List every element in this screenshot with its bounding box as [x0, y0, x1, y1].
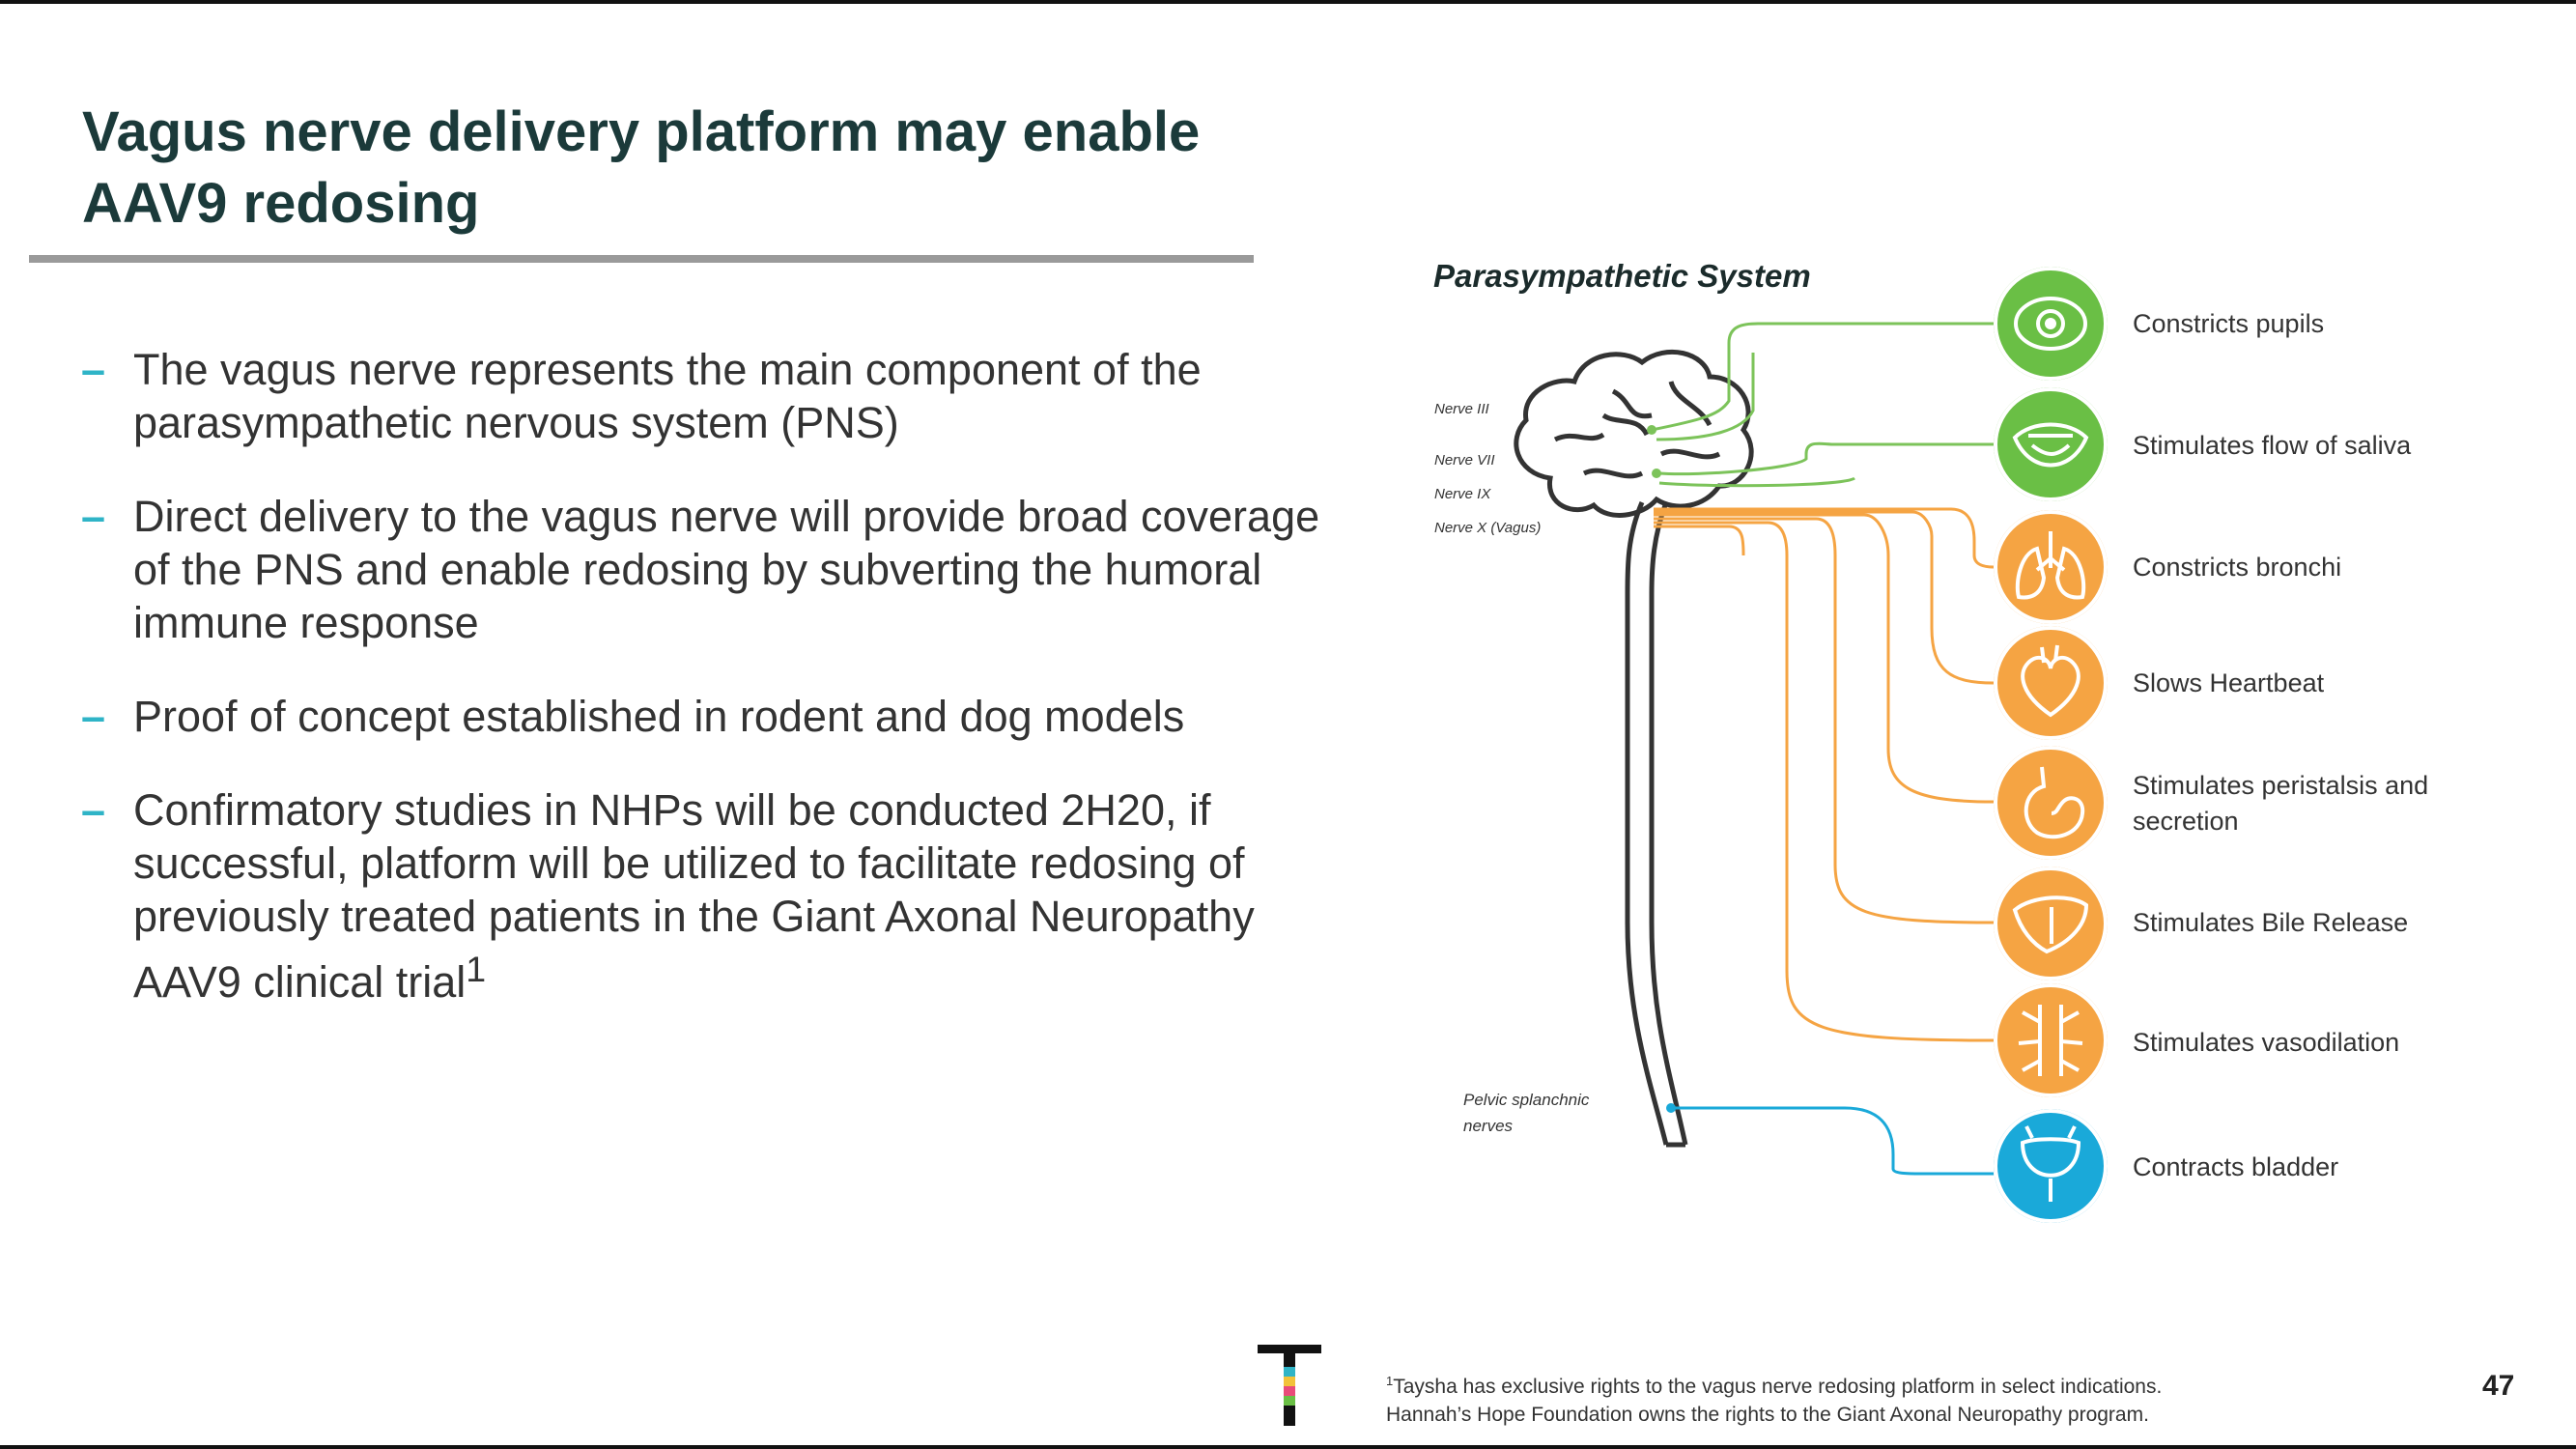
effect-label: Stimulates vasodilation	[2133, 1028, 2400, 1057]
spinal-cord	[1625, 501, 1688, 1148]
nerve-label: Nerve X (Vagus)	[1434, 520, 1542, 536]
footnote-text: Taysha has exclusive rights to the vagus…	[1393, 1376, 2163, 1398]
pelvic-nerves-label: Pelvic splanchnic nerves	[1463, 1091, 1590, 1135]
effect-label: Stimulates flow of saliva	[2133, 431, 2412, 460]
top-border	[0, 0, 2576, 4]
bullet-marker: –	[81, 345, 106, 394]
effect-label: Stimulates peristalsis and secretion	[2133, 771, 2429, 836]
footnote-ref: 1	[466, 949, 487, 989]
bullet-item: – Confirmatory studies in NHPs will be c…	[77, 783, 1323, 1009]
bullet-item: – Proof of concept established in rodent…	[77, 690, 1323, 743]
nerve-label: Nerve III	[1434, 401, 1489, 417]
parasympathetic-diagram: Parasympathetic System Nerve III Nerve V…	[1410, 246, 2521, 1223]
stomach-icon	[1994, 746, 2108, 860]
mouth-icon	[1994, 387, 2108, 501]
bladder-icon	[1994, 1109, 2108, 1223]
page-number: 47	[2482, 1370, 2515, 1402]
effect-label: Contracts bladder	[2133, 1152, 2339, 1181]
eye-icon	[1994, 267, 2108, 381]
footnote-marker: 1	[1386, 1374, 1394, 1388]
vessel-icon	[1994, 983, 2108, 1097]
effect-label: Slows Heartbeat	[2133, 668, 2325, 697]
footnote: 1Taysha has exclusive rights to the vagu…	[1386, 1367, 2449, 1429]
bullet-marker: –	[81, 692, 106, 741]
nerve-label: Nerve IX	[1434, 486, 1491, 502]
effect-label: Constricts bronchi	[2133, 553, 2342, 582]
bullet-marker: –	[81, 785, 106, 835]
nerve-pathways	[1514, 322, 1995, 1176]
bullet-item: – The vagus nerve represents the main co…	[77, 343, 1323, 449]
heart-icon	[1994, 626, 2108, 740]
brain-icon	[1514, 349, 1754, 518]
slide-title: Vagus nerve delivery platform may enable…	[82, 100, 1201, 235]
lungs-icon	[1994, 510, 2108, 624]
bullet-text: Direct delivery to the vagus nerve will …	[133, 492, 1320, 647]
bullet-text: Confirmatory studies in NHPs will be con…	[133, 785, 1255, 1007]
bullet-list: – The vagus nerve represents the main co…	[77, 343, 1323, 1049]
bullet-item: – Direct delivery to the vagus nerve wil…	[77, 490, 1323, 649]
taysha-logo	[1258, 1345, 1321, 1426]
diagram-title: Parasympathetic System	[1433, 258, 1811, 294]
bullet-text: Proof of concept established in rodent a…	[133, 692, 1185, 741]
title-divider	[29, 255, 1254, 263]
liver-icon	[1994, 867, 2108, 980]
bullet-text: The vagus nerve represents the main comp…	[133, 345, 1202, 447]
bullet-marker: –	[81, 492, 106, 541]
effect-label: Constricts pupils	[2133, 309, 2325, 338]
nerve-label: Nerve VII	[1434, 452, 1495, 469]
effect-label: Stimulates Bile Release	[2133, 908, 2409, 937]
footnote-line-2: Hannah’s Hope Foundation owns the rights…	[1386, 1404, 2149, 1426]
footnote-line-1: 1Taysha has exclusive rights to the vagu…	[1386, 1367, 2449, 1401]
bottom-border	[0, 1445, 2576, 1449]
